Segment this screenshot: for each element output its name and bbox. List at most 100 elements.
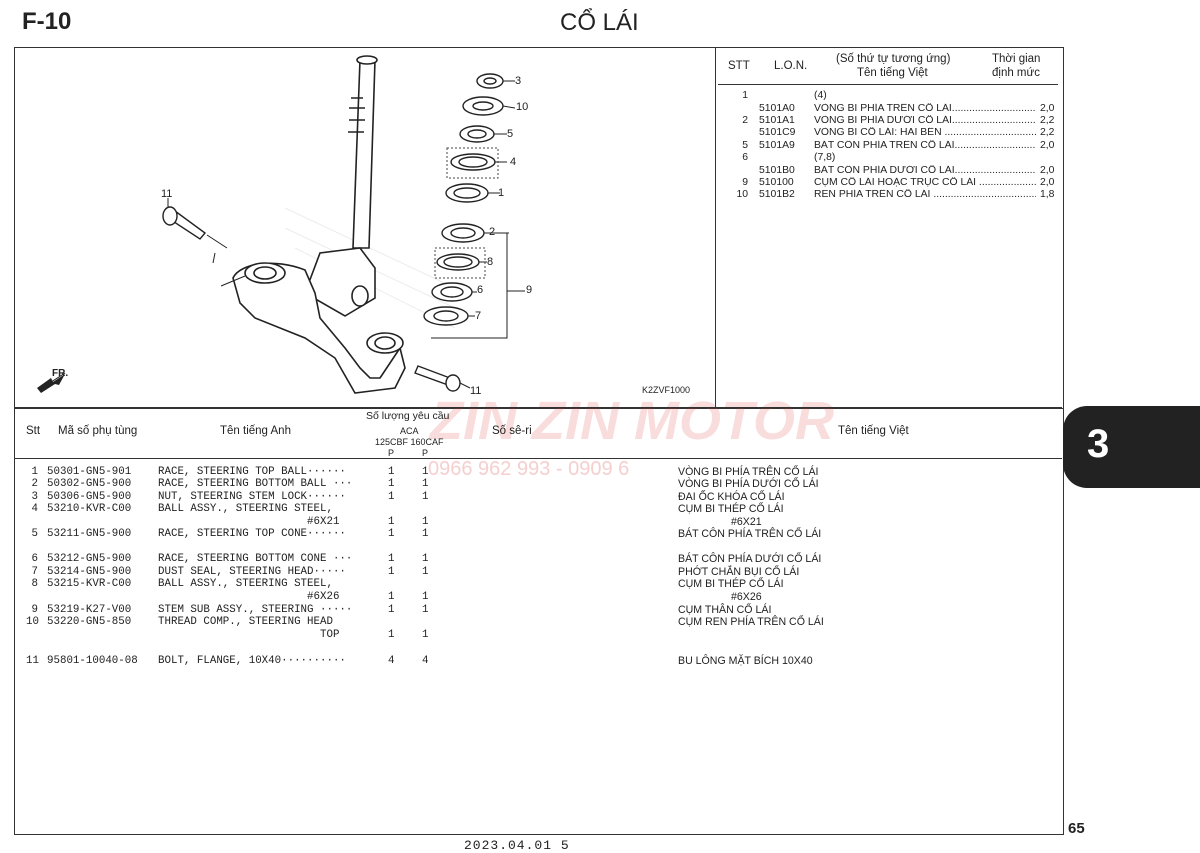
- labor-cell-stt: 1: [742, 90, 748, 101]
- labor-cell-time: 2,2: [1040, 115, 1055, 126]
- labor-cell-name: VÒNG BI CỔ LÁI: HAI BÊN ................…: [814, 127, 1036, 138]
- labor-cell-name: BÁT CÔN PHÍA DƯỚI CỔ LÁI................…: [814, 165, 1036, 176]
- parts-cell-q2: 1: [422, 629, 429, 641]
- callout-label: 10: [516, 101, 529, 113]
- labor-cell-time: 2,0: [1040, 177, 1055, 188]
- labor-cell-code: 5101C9: [759, 127, 796, 138]
- parts-cell-q2: 1: [422, 516, 429, 528]
- page-code: F-10: [22, 8, 72, 35]
- parts-cell-en: BALL ASSY., STEERING STEEL,: [158, 503, 333, 515]
- parts-cell-en: TOP: [158, 629, 340, 641]
- parts-cell-vn: BÁT CÔN PHÍA DƯỚI CỔ LÁI: [678, 553, 822, 565]
- labor-row: 1 (4): [720, 90, 1058, 103]
- watermark-phone: 0966 962 993 - 0909 6: [428, 458, 630, 480]
- parts-cell-en: #6X26: [158, 591, 340, 603]
- parts-cell-no: 2: [31, 478, 38, 490]
- col-header-p1: P: [388, 448, 395, 458]
- parts-cell-q2: 1: [422, 528, 429, 540]
- labor-cell-code: 5101A9: [759, 140, 795, 151]
- parts-cell-q1: 1: [388, 629, 395, 641]
- parts-cell-vn: ĐAI ỐC KHÓA CỔ LÁI: [678, 491, 785, 503]
- col-header-stt: STT: [728, 60, 750, 72]
- parts-cell-vn: PHỚT CHẮN BỤI CỔ LÁI: [678, 566, 800, 578]
- parts-cell-no: 7: [31, 566, 38, 578]
- col-header-vietnamese: Tên tiếng Việt: [838, 425, 909, 437]
- callout-label: 6: [477, 284, 484, 296]
- parts-cell-en: BALL ASSY., STEERING STEEL,: [158, 578, 333, 590]
- parts-cell-vn: BU LÔNG MẶT BÍCH 10X40: [678, 655, 813, 667]
- parts-cell-pn: 53214-GN5-900: [47, 566, 132, 578]
- col-header-serial: Số sê-ri: [492, 425, 532, 437]
- labor-row: 5 5101A9 BÁT CÔN PHÍA TRÊN CỔ LÁI.........…: [720, 140, 1058, 153]
- parts-cell-q1: 1: [388, 516, 395, 528]
- parts-cell-q1: 1: [388, 466, 395, 478]
- labor-cell-code: 510100: [759, 177, 794, 188]
- parts-cell-en: RACE, STEERING TOP CONE······: [158, 528, 346, 540]
- labor-time-table: [715, 47, 1064, 409]
- labor-cell-name: VÒNG BI PHÍA TRÊN CỔ LÁI................…: [814, 103, 1036, 114]
- labor-cell-time: 2,0: [1040, 103, 1055, 114]
- parts-cell-q2: 1: [422, 553, 429, 565]
- labor-row: 9 510100 CỤM CỔ LÁI HOẶC TRỤC CỔ LÁI .....…: [720, 177, 1058, 190]
- col-header-aca: ACA: [400, 426, 419, 436]
- col-header-models: 125CBF 160CAF: [375, 437, 444, 447]
- parts-cell-vn: CỤM REN PHÍA TRÊN CỔ LÁI: [678, 616, 824, 628]
- labor-cell-time: 2,0: [1040, 140, 1055, 151]
- labor-cell-code: 5101B2: [759, 189, 795, 200]
- parts-cell-q1: 1: [388, 491, 395, 503]
- parts-cell-q2: 1: [422, 491, 429, 503]
- footer-date: 2023.04.01 5: [464, 838, 570, 853]
- callout-label: 11: [470, 385, 482, 397]
- parts-cell-en: THREAD COMP., STEERING HEAD: [158, 616, 333, 628]
- callout-label: 2: [489, 226, 496, 238]
- parts-cell-pn: 50306-GN5-900: [47, 491, 132, 503]
- parts-cell-pn: 50301-GN5-901: [47, 466, 132, 478]
- parts-cell-no: 1: [31, 466, 38, 478]
- labor-cell-time: 1,8: [1040, 189, 1055, 200]
- labor-cell-stt: 9: [742, 177, 748, 188]
- col-header-lon: L.O.N.: [774, 60, 808, 72]
- parts-cell-vn: CỤM THÂN CỔ LÁI: [678, 604, 772, 616]
- labor-cell-stt: 5: [742, 140, 748, 151]
- parts-cell-en: DUST SEAL, STEERING HEAD·····: [158, 566, 346, 578]
- labor-cell-stt: 10: [736, 189, 748, 200]
- parts-cell-en: #6X21: [158, 516, 340, 528]
- labor-cell-name: BÁT CÔN PHÍA TRÊN CỔ LÁI................…: [814, 140, 1036, 151]
- parts-cell-pn: 50302-GN5-900: [47, 478, 132, 490]
- parts-cell-en: RACE, STEERING TOP BALL······: [158, 466, 346, 478]
- col-header-desc: (Số thứ tự tương ứng): [836, 53, 951, 65]
- callout-label: 11: [161, 188, 173, 200]
- labor-cell-name: (4): [814, 90, 827, 101]
- labor-cell-stt: 2: [742, 115, 748, 126]
- parts-cell-no: 4: [31, 503, 38, 515]
- parts-cell-pn: 53212-GN5-900: [47, 553, 132, 565]
- page-number: 65: [1068, 820, 1085, 837]
- callout-label: 7: [475, 310, 482, 322]
- diagram-code: K2ZVF1000: [642, 385, 691, 395]
- parts-cell-vn: CỤM BI THÉP CỔ LÁI: [678, 578, 784, 590]
- watermark-brand: ZIN ZIN MOTOR: [430, 391, 834, 451]
- labor-cell-stt: 6: [742, 152, 748, 163]
- parts-cell-no: 6: [31, 553, 38, 565]
- parts-row: 1 50301-GN5-901 RACE, STEERING TOP BALL···…: [0, 466, 1062, 478]
- parts-cell-q2: 1: [422, 466, 429, 478]
- parts-cell-q2: 1: [422, 604, 429, 616]
- parts-cell-pn: 53219-K27-V00: [47, 604, 132, 616]
- parts-cell-vn: #6X26: [678, 591, 762, 603]
- parts-row: 7 53214-GN5-900 DUST SEAL, STEERING HEAD··…: [0, 566, 1062, 578]
- parts-cell-en: BOLT, FLANGE, 10X40··········: [158, 655, 346, 667]
- parts-cell-vn: CỤM BI THÉP CỔ LÁI: [678, 503, 784, 515]
- labor-row: 6(7,8): [720, 152, 1058, 165]
- parts-cell-q1: 1: [388, 604, 395, 616]
- labor-cell-name: CỤM CỔ LÁI HOẶC TRỤC CỔ LÁI ............…: [814, 177, 1036, 188]
- parts-cell-en: STEM SUB ASSY., STEERING ·····: [158, 604, 353, 616]
- page-title: CỔ LÁI: [560, 9, 639, 36]
- parts-cell-vn: VÒNG BI PHÍA DƯỚI CỔ LÁI: [678, 478, 819, 490]
